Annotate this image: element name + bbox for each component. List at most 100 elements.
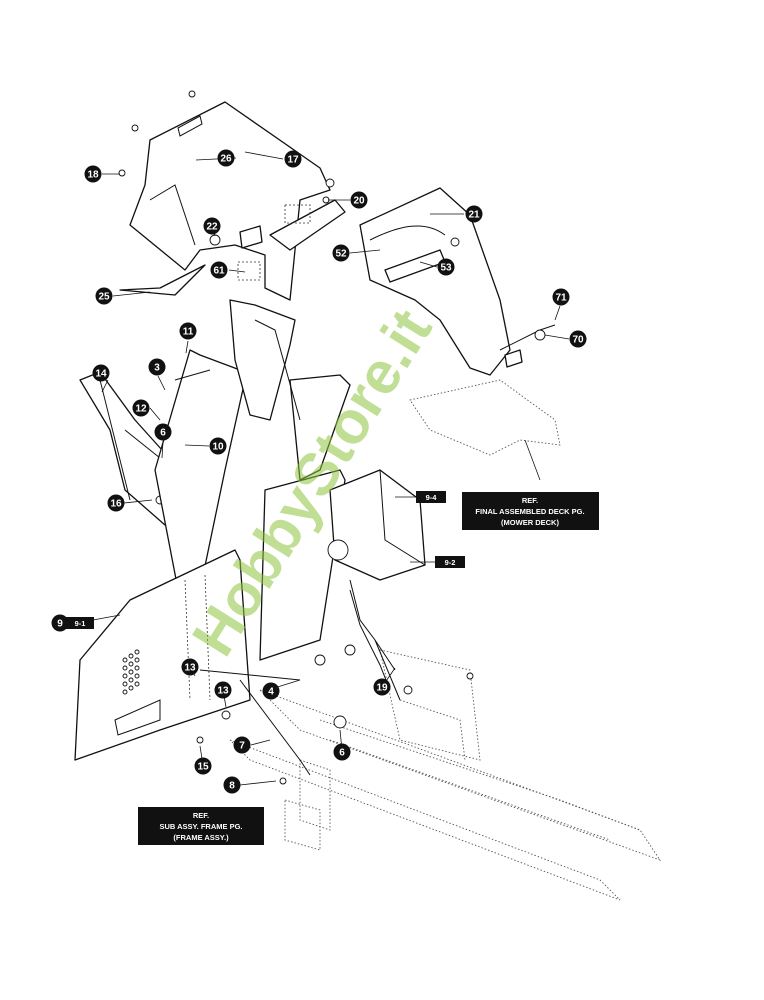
callout-bubble — [333, 743, 351, 761]
callout-70: 70 — [569, 330, 587, 348]
callout-13: 13 — [181, 658, 199, 676]
frame-assembly-outline — [229, 649, 662, 901]
callout-label: 14 — [95, 369, 107, 380]
callout-22: 22 — [203, 217, 221, 235]
callout-label: 10 — [212, 442, 224, 453]
callout-label: 9 — [57, 619, 63, 630]
callout-7: 7 — [233, 736, 251, 754]
callout-71: 71 — [552, 288, 570, 306]
tag-9-1: 9-1 — [66, 617, 94, 629]
callout-label: 19 — [376, 683, 388, 694]
callout-bubble — [217, 149, 235, 167]
callout-25: 25 — [95, 287, 113, 305]
callout-bubble — [350, 191, 368, 209]
ref-frame-line3: (FRAME ASSY.) — [173, 833, 229, 842]
callout-label: 26 — [220, 154, 232, 165]
callout-bubble — [203, 217, 221, 235]
callout-12: 12 — [132, 399, 150, 417]
ref-deck-line1: REF. — [522, 496, 538, 505]
callout-10: 10 — [209, 437, 227, 455]
callout-26: 26 — [217, 149, 235, 167]
callout-bubble — [284, 150, 302, 168]
callout-bubble — [569, 330, 587, 348]
callout-11: 11 — [179, 322, 197, 340]
callout-14: 14 — [92, 364, 110, 382]
callout-9: 9 — [51, 614, 69, 632]
callout-6: 6 — [333, 743, 351, 761]
ref-deck-line2: FINAL ASSEMBLED DECK PG. — [475, 507, 584, 516]
mower-deck-outline — [409, 379, 561, 481]
callout-label: 71 — [555, 293, 567, 304]
callout-label: 17 — [287, 155, 299, 166]
callout-bubble — [210, 261, 228, 279]
callout-bubble — [51, 614, 69, 632]
callout-bubble — [552, 288, 570, 306]
callout-bubble — [107, 494, 125, 512]
callout-bubble — [233, 736, 251, 754]
callout-3: 3 — [148, 358, 166, 376]
linkage-rods — [196, 589, 474, 785]
callout-label: 13 — [184, 663, 196, 674]
callout-bubble — [194, 757, 212, 775]
callout-bubble — [437, 258, 455, 276]
tag-9-2: 9-2 — [435, 556, 465, 568]
callout-bubble — [373, 678, 391, 696]
callout-label: 6 — [339, 748, 345, 759]
control-box — [327, 469, 426, 671]
callout-bubble — [154, 423, 172, 441]
callout-label: 18 — [87, 170, 99, 181]
callout-bubble — [179, 322, 197, 340]
callout-label: 61 — [213, 266, 225, 277]
tag-9-1-label: 9-1 — [75, 619, 86, 628]
deflector-chute — [359, 187, 556, 376]
stand-frame — [154, 299, 351, 661]
callout-13: 13 — [214, 681, 232, 699]
callout-label: 4 — [268, 687, 274, 698]
callout-group: 26 17 18 20 21 22 52 53 61 25 71 70 11 3 14 12 6 10 16 9 13 4… — [51, 149, 587, 794]
vent-grille — [122, 649, 140, 695]
callout-18: 18 — [84, 165, 102, 183]
tag-9-2-label: 9-2 — [445, 558, 456, 567]
callout-bubble — [223, 776, 241, 794]
ref-frame-line2: SUB ASSY. FRAME PG. — [159, 822, 242, 831]
callout-bubble — [332, 244, 350, 262]
callout-52: 52 — [332, 244, 350, 262]
callout-17: 17 — [284, 150, 302, 168]
callout-label: 11 — [183, 327, 194, 338]
callout-label: 8 — [229, 781, 235, 792]
callout-bubble — [465, 205, 483, 223]
callout-bubble — [148, 358, 166, 376]
callout-bubble — [214, 681, 232, 699]
callout-bubble — [95, 287, 113, 305]
callout-label: 25 — [98, 292, 110, 303]
callout-label: 22 — [206, 222, 218, 233]
callout-bubble — [84, 165, 102, 183]
callout-label: 13 — [217, 686, 229, 697]
ref-box-frame-assy: REF. SUB ASSY. FRAME PG. (FRAME ASSY.) — [138, 807, 264, 845]
callout-label: 3 — [154, 363, 160, 374]
callout-61: 61 — [210, 261, 228, 279]
callout-20: 20 — [350, 191, 368, 209]
callout-6: 6 — [154, 423, 172, 441]
callout-15: 15 — [194, 757, 212, 775]
callout-bubble — [262, 682, 280, 700]
base-side-plate — [74, 549, 251, 761]
callout-label: 12 — [135, 404, 147, 415]
callout-label: 15 — [197, 762, 209, 773]
callout-4: 4 — [262, 682, 280, 700]
callout-label: 20 — [353, 196, 365, 207]
callout-label: 6 — [160, 428, 166, 439]
callout-label: 52 — [335, 249, 347, 260]
callout-bubble — [92, 364, 110, 382]
callout-16: 16 — [107, 494, 125, 512]
tag-9-4-label: 9-4 — [426, 493, 438, 502]
callout-label: 16 — [110, 499, 122, 510]
control-panel-bracket — [118, 90, 346, 301]
callout-8: 8 — [223, 776, 241, 794]
callout-53: 53 — [437, 258, 455, 276]
callout-21: 21 — [465, 205, 483, 223]
callout-bubble — [181, 658, 199, 676]
ref-box-mower-deck: REF. FINAL ASSEMBLED DECK PG. (MOWER DEC… — [462, 492, 599, 530]
callout-label: 70 — [572, 335, 584, 346]
